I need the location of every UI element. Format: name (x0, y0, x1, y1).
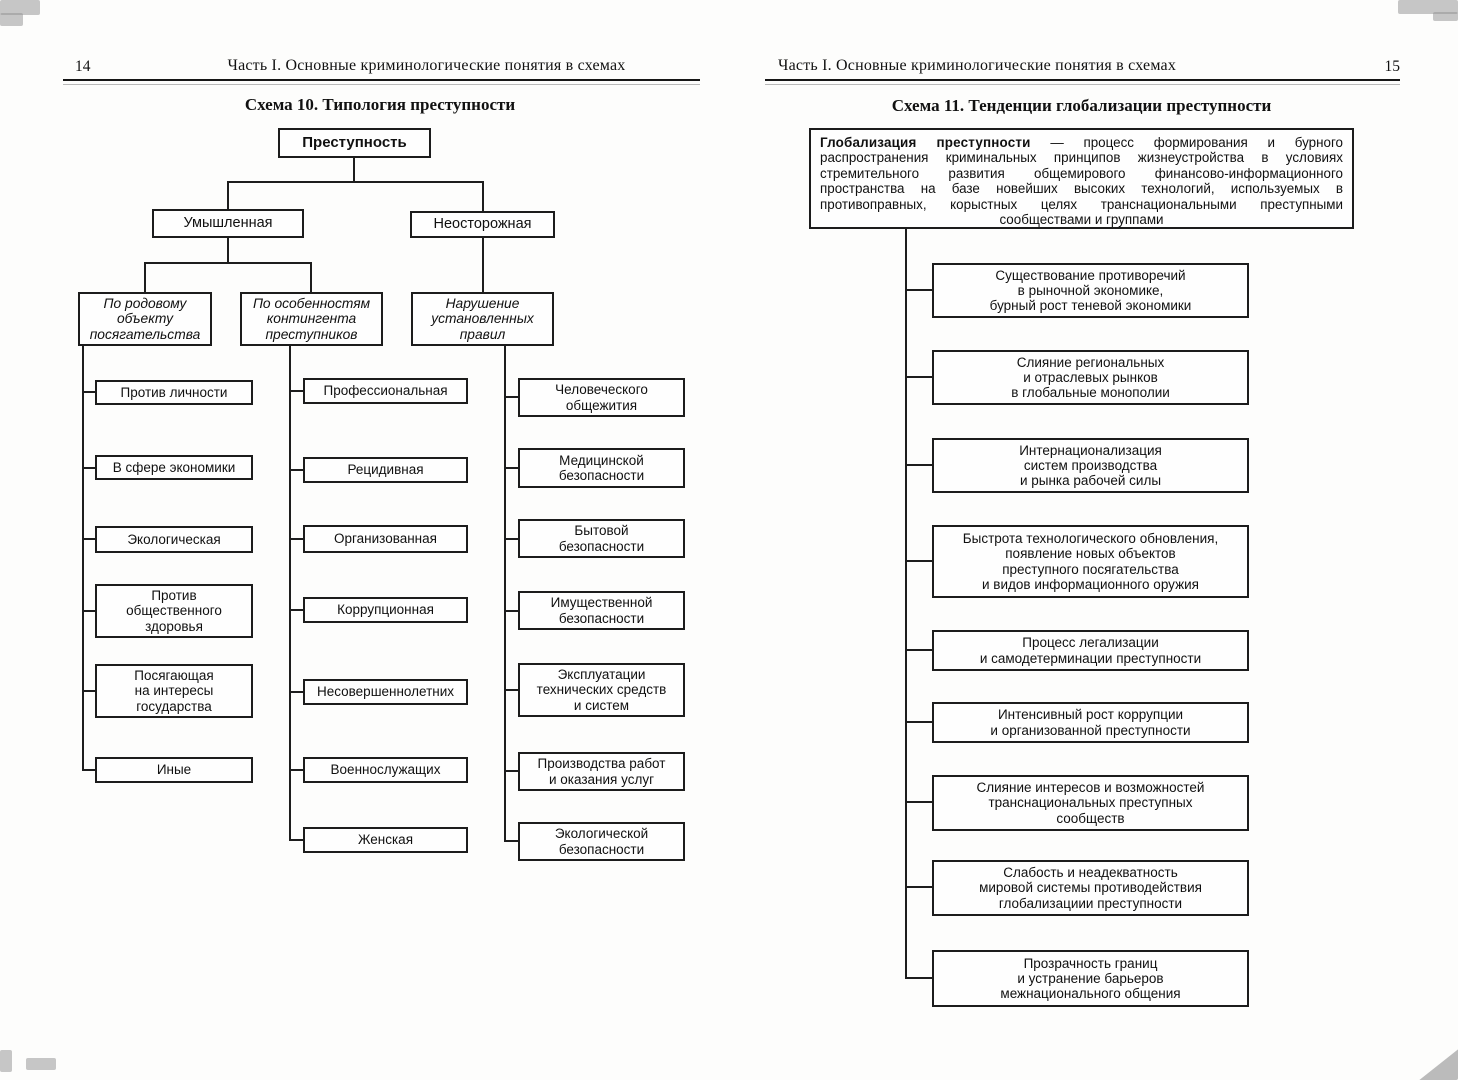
connector-line (82, 690, 95, 692)
connector-line (504, 770, 518, 772)
node-intentional: Умышленная (152, 209, 304, 238)
node-female: Женская (303, 827, 468, 853)
node-economic-sphere: В сфере экономики (95, 455, 253, 480)
connector-line (289, 538, 303, 540)
node-recidivist: Рецидивная (303, 457, 468, 483)
connector-line (504, 689, 518, 691)
definition-text: — процесс формирования и бурного распрос… (820, 135, 1343, 228)
connector-line (353, 158, 355, 183)
scan-artifact-bottom-left-2 (26, 1058, 56, 1070)
node-ecological: Экологическая (95, 526, 253, 553)
node-property-safety: Имущественной безопасности (518, 591, 685, 630)
node-professional: Профессиональная (303, 378, 468, 404)
page-number-right: 15 (1384, 58, 1401, 75)
scan-artifact-top-right (1398, 0, 1458, 14)
connector-line (82, 769, 95, 771)
tendency-contradictions-market: Существование противоречий в рыночной эк… (932, 263, 1249, 318)
connector-line (289, 769, 303, 771)
scan-artifact-top-right-2 (1433, 12, 1458, 21)
connector-line (905, 649, 933, 651)
connector-line (905, 801, 933, 803)
connector-line (289, 609, 303, 611)
connector-line (905, 289, 933, 291)
trunk-line (289, 346, 291, 840)
globalization-definition-box: Глобализация преступности — процесс форм… (809, 128, 1354, 229)
connector-line (482, 181, 484, 211)
connector-line (482, 238, 484, 292)
running-head-left: Часть I. Основные криминологические поня… (227, 57, 626, 74)
connector-line (289, 691, 303, 693)
connector-line (227, 238, 229, 264)
connector-line (82, 391, 95, 393)
connector-line (289, 469, 303, 471)
connector-line (905, 977, 933, 979)
node-domestic-safety: Бытовой безопасности (518, 519, 685, 558)
node-works-services: Производства работ и оказания услуг (518, 752, 685, 791)
connector-line (310, 262, 312, 292)
connector-line (504, 610, 518, 612)
tendency-weak-counteraction: Слабость и неадекватность мировой систем… (932, 860, 1249, 916)
trunk-line (82, 346, 84, 770)
node-human-community: Человеческого общежития (518, 378, 685, 417)
connector-line (144, 262, 312, 264)
connector-line (905, 376, 933, 378)
connector-line (227, 181, 484, 183)
trunk-line (905, 229, 907, 979)
connector-line (82, 610, 95, 612)
connector-line (905, 560, 933, 562)
node-against-state-interests: Посягающая на интересы государства (95, 664, 253, 718)
connector-line (504, 467, 518, 469)
node-medical-safety: Медицинской безопасности (518, 448, 685, 488)
header-rule-left (63, 79, 700, 81)
connector-line (905, 721, 933, 723)
header-rule-left-echo (63, 84, 700, 85)
tendency-corruption-growth: Интенсивный рост коррупции и организован… (932, 702, 1249, 743)
scan-artifact-top-left-2 (0, 13, 23, 26)
connector-line (289, 390, 303, 392)
connector-line (504, 840, 518, 842)
scan-artifact-bottom-right (1419, 1049, 1458, 1080)
node-military: Военнослужащих (303, 757, 468, 783)
header-rule-right (765, 79, 1400, 81)
trunk-line (504, 346, 506, 841)
node-category-by-contingent: По особенностям контингента преступников (240, 292, 383, 346)
node-technical-systems: Эксплуатации технических средств и систе… (518, 663, 685, 717)
node-category-rules-violation: Нарушение установленных правил (411, 292, 554, 346)
node-other: Иные (95, 757, 253, 783)
connector-line (504, 538, 518, 540)
schema11-title: Схема 11. Тенденции глобализации преступ… (891, 96, 1272, 115)
node-negligent: Неосторожная (410, 211, 555, 238)
node-crime-root: Преступность (278, 128, 431, 158)
node-ecological-safety: Экологической безопасности (518, 822, 685, 861)
tendency-transparent-borders: Прозрачность границ и устранение барьеро… (932, 950, 1249, 1007)
page-number-left: 14 (75, 58, 91, 75)
node-category-by-object: По родовому объекту посягательства (78, 292, 212, 346)
connector-line (144, 262, 146, 292)
header-rule-right-echo (765, 84, 1400, 85)
running-head-right: Часть I. Основные криминологические поня… (778, 57, 1177, 74)
scan-artifact-bottom-left (0, 1050, 12, 1072)
connector-line (82, 538, 95, 540)
tendency-internationalization: Интернационализация систем производства … (932, 438, 1249, 493)
connector-line (227, 181, 229, 209)
connector-line (289, 839, 303, 841)
schema10-title: Схема 10. Типология преступности (244, 95, 516, 114)
tendency-transnational-merger: Слияние интересов и возможностей трансна… (932, 775, 1249, 831)
node-against-public-health: Против общественного здоровья (95, 584, 253, 638)
connector-line (82, 467, 95, 469)
connector-line (504, 396, 518, 398)
tendency-market-merger: Слияние региональных и отраслевых рынков… (932, 350, 1249, 405)
scan-artifact-top-left (0, 0, 40, 15)
node-minors: Несовершеннолетних (303, 679, 468, 705)
definition-term: Глобализация преступности (820, 135, 1031, 150)
tendency-legalization: Процесс легализации и самодетерминации п… (932, 630, 1249, 671)
tendency-technology-speed: Быстрота технологического обновления, по… (932, 525, 1249, 598)
node-corruption: Коррупционная (303, 597, 468, 623)
connector-line (905, 886, 933, 888)
connector-line (905, 464, 933, 466)
node-organized: Организованная (303, 525, 468, 553)
node-against-person: Против личности (95, 380, 253, 405)
